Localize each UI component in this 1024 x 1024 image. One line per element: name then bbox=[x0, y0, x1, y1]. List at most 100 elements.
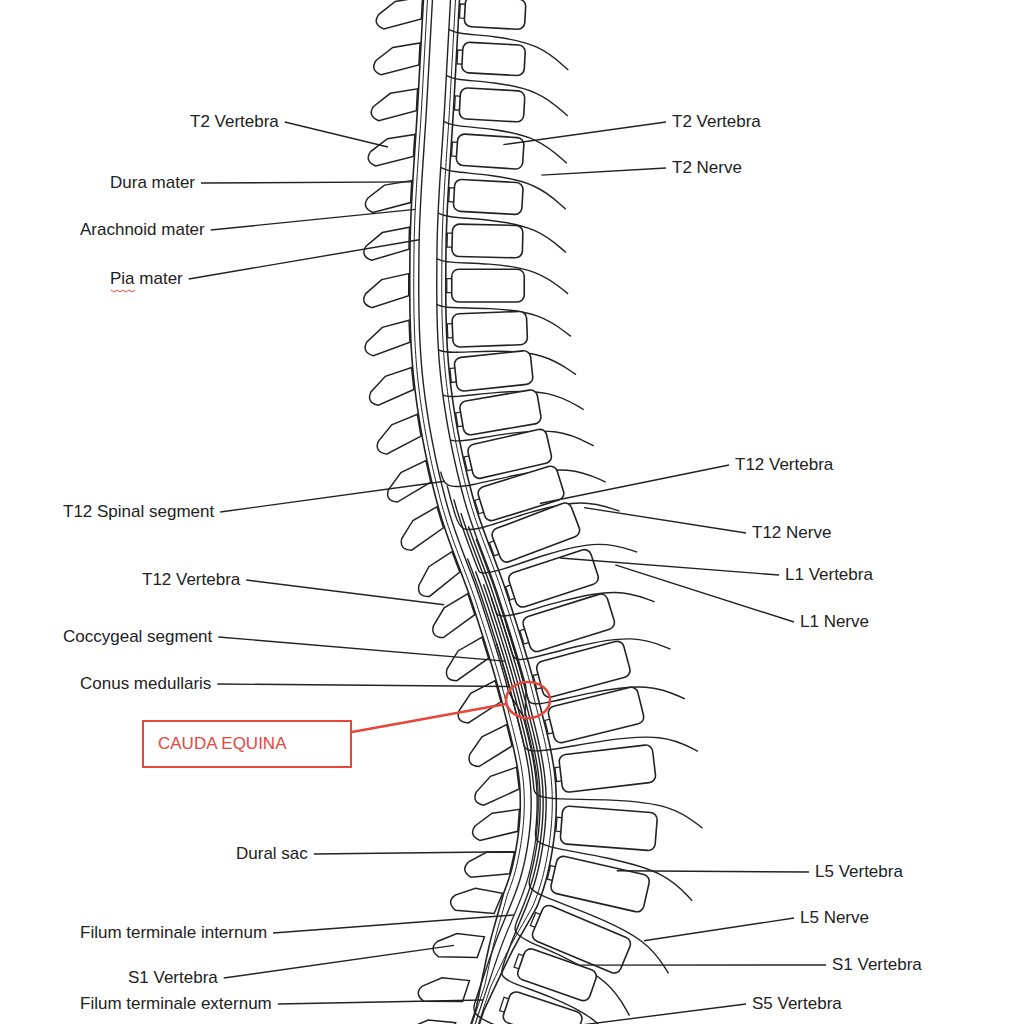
part-label: L1 Nerve bbox=[800, 612, 869, 632]
vertebral-body bbox=[521, 592, 616, 653]
vertebral-body bbox=[456, 134, 524, 170]
leader-line bbox=[224, 945, 454, 978]
part-label: T2 Vertebra bbox=[672, 112, 761, 132]
spinous-process bbox=[410, 552, 464, 600]
leader-line bbox=[540, 465, 729, 504]
part-label: L5 Vertebra bbox=[815, 862, 903, 882]
vertebral-body bbox=[462, 42, 526, 76]
spinous-process bbox=[371, 86, 418, 122]
spinous-process bbox=[472, 806, 520, 843]
part-label: S1 Vertebra bbox=[128, 968, 218, 988]
part-label: T12 Nerve bbox=[752, 523, 831, 543]
vertebra bbox=[471, 744, 657, 806]
leader-line bbox=[580, 964, 826, 965]
part-label: T12 Spinal segment bbox=[63, 502, 214, 522]
vertebral-body bbox=[547, 686, 645, 744]
vertebra bbox=[364, 222, 523, 264]
part-label: T2 Vertebra bbox=[190, 112, 279, 132]
leader-line bbox=[278, 1000, 483, 1004]
vertebra bbox=[365, 174, 523, 221]
callout-box: CAUDA EQUINA bbox=[142, 720, 352, 768]
spinous-process bbox=[431, 922, 485, 969]
nerve-group bbox=[437, 29, 703, 1024]
leader-line bbox=[536, 1004, 746, 1024]
leader-line bbox=[285, 122, 388, 147]
vertebral-body bbox=[459, 389, 542, 436]
spinous-process bbox=[364, 226, 410, 261]
spinous-process bbox=[365, 178, 412, 214]
part-label: T2 Nerve bbox=[672, 158, 742, 178]
leader-line bbox=[201, 182, 413, 183]
spinous-process bbox=[394, 507, 447, 553]
spinous-process bbox=[463, 842, 514, 885]
spinous-process bbox=[376, 0, 423, 31]
leader-line bbox=[617, 871, 809, 872]
spinous-process bbox=[364, 274, 409, 308]
part-label: S1 Vertebra bbox=[832, 955, 922, 975]
vertebral-body bbox=[452, 269, 525, 302]
vertebral-body bbox=[501, 990, 583, 1024]
leader-line bbox=[273, 915, 514, 933]
spinous-process bbox=[439, 637, 492, 683]
leader-line bbox=[211, 209, 416, 230]
callout-leader bbox=[352, 704, 506, 732]
vertebra bbox=[472, 799, 658, 854]
vertebral-body bbox=[516, 947, 598, 1003]
leader-line bbox=[503, 122, 666, 145]
part-label: T12 Vertebra bbox=[735, 455, 833, 475]
vertebral-body bbox=[560, 806, 658, 851]
spinous-process bbox=[373, 414, 423, 455]
vertebra bbox=[368, 128, 525, 176]
part-label: Coccygeal segment bbox=[63, 627, 212, 647]
part-label: Conus medullaris bbox=[80, 674, 211, 694]
leader-line bbox=[217, 684, 510, 687]
leader-line bbox=[220, 481, 445, 512]
highlight-circle bbox=[506, 682, 550, 718]
spinous-process bbox=[463, 725, 515, 769]
spinous-process bbox=[452, 681, 504, 726]
leader-group bbox=[189, 122, 826, 1024]
leader-line bbox=[218, 637, 505, 661]
spinous-process bbox=[416, 966, 469, 1012]
vertebral-body bbox=[452, 311, 528, 347]
vertebral-body bbox=[550, 855, 651, 913]
leader-line bbox=[189, 240, 419, 279]
spinous-process bbox=[367, 368, 415, 407]
vertebra bbox=[373, 37, 525, 82]
vertebra bbox=[371, 83, 525, 129]
spellcheck-squiggle bbox=[111, 290, 135, 292]
part-label: Filum terminale externum bbox=[80, 994, 272, 1014]
part-label: S5 Vertebra bbox=[752, 994, 842, 1014]
spinous-process bbox=[425, 594, 478, 640]
vertebral-body bbox=[464, 0, 526, 30]
vertebral-body bbox=[459, 88, 525, 123]
vertebral-body bbox=[454, 350, 534, 392]
callout-text: CAUDA EQUINA bbox=[158, 734, 336, 754]
leader-line bbox=[615, 565, 794, 622]
leader-line bbox=[644, 918, 794, 941]
vertebral-body bbox=[559, 744, 657, 793]
vertebra bbox=[402, 1005, 570, 1024]
spinous-process bbox=[382, 461, 433, 504]
part-label: Arachnoid mater bbox=[80, 220, 205, 240]
leader-line bbox=[560, 558, 779, 575]
part-label: T12 Vertebra bbox=[142, 570, 240, 590]
spinous-process bbox=[373, 40, 420, 76]
leader-line bbox=[584, 508, 746, 533]
vertebral-body bbox=[453, 179, 523, 215]
spinous-process bbox=[402, 1009, 455, 1024]
part-label: Dura mater bbox=[110, 173, 195, 193]
vertebra bbox=[416, 962, 584, 1024]
part-label: L1 Vertebra bbox=[785, 565, 873, 585]
vertebra bbox=[364, 269, 525, 307]
part-label: Pia mater bbox=[110, 269, 183, 289]
part-label: Filum terminale internum bbox=[80, 923, 267, 943]
vertebra bbox=[364, 311, 528, 356]
part-label: L5 Nerve bbox=[800, 908, 869, 928]
leader-line bbox=[314, 852, 516, 854]
vertebral-body bbox=[452, 224, 523, 258]
spinous-process bbox=[364, 320, 410, 356]
vertebra bbox=[376, 0, 526, 37]
leader-line bbox=[541, 168, 666, 175]
part-label: Dural sac bbox=[236, 844, 308, 864]
